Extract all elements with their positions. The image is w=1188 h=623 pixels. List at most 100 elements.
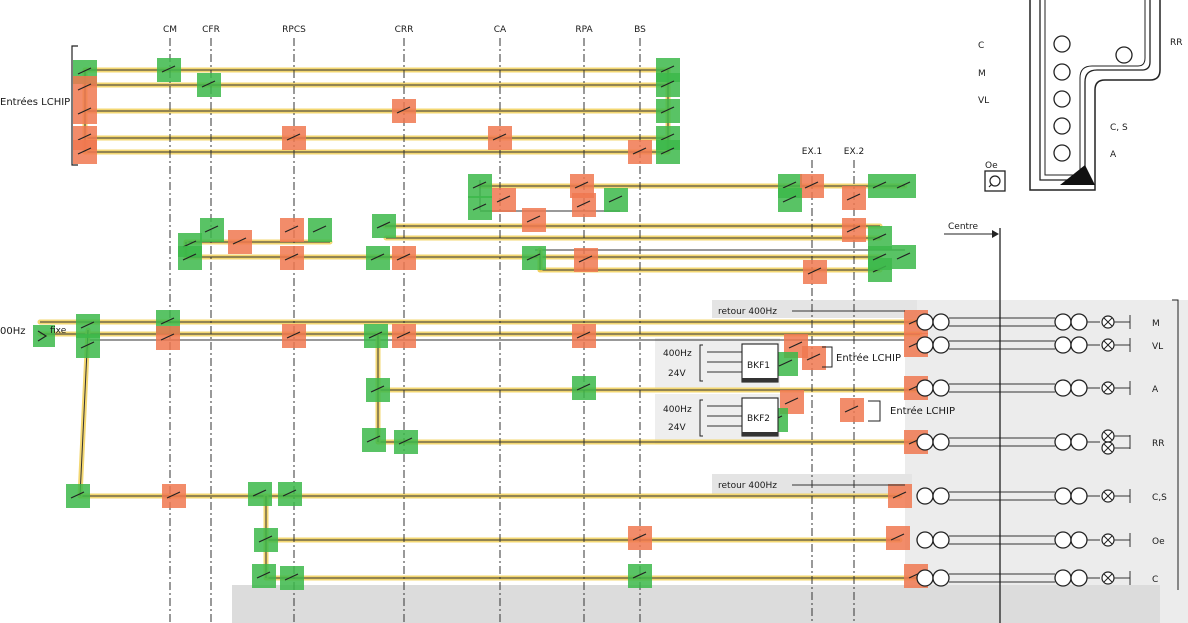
contact-switch-icon [232, 237, 247, 245]
closed-contact [656, 99, 680, 123]
open-contact [156, 326, 180, 350]
contact-switch-icon [778, 359, 793, 367]
column-label: RPCS [282, 25, 306, 35]
contact-switch-icon [370, 385, 385, 393]
contact-switch-icon [161, 65, 176, 73]
centre-label: Centre [948, 222, 979, 232]
open-contact [282, 324, 306, 348]
closed-contact [522, 246, 546, 270]
open-contact [73, 76, 97, 100]
transformer-coil-icon [932, 433, 950, 451]
open-contact [162, 484, 186, 508]
contact-switch-icon [284, 225, 299, 233]
open-contact [840, 398, 864, 422]
bkf2-bottom-input: 24V [668, 423, 686, 433]
panel-label-vl: VL [978, 96, 989, 106]
panel-label-rr: RR [1170, 38, 1183, 48]
contact-switch-icon [576, 331, 591, 339]
contact-switch-icon [204, 225, 219, 233]
panel-label-c: C [978, 41, 984, 51]
contact-switch-icon [286, 133, 301, 141]
open-contact [886, 526, 910, 550]
contact-switch-icon [784, 397, 799, 405]
contact-switch-icon [312, 225, 327, 233]
closed-contact [364, 324, 388, 348]
closed-contact [656, 140, 680, 164]
open-contact [392, 324, 416, 348]
column-label: CRR [395, 25, 414, 35]
contact-switch-icon [396, 106, 411, 114]
contact-switch-icon [492, 133, 507, 141]
contact-switch-icon [77, 67, 92, 75]
closed-contact [280, 566, 304, 590]
contacts [66, 58, 928, 590]
contact-switch-icon [77, 133, 92, 141]
closed-contact [628, 564, 652, 588]
closed-contact [656, 73, 680, 97]
oe-lamp-icon [989, 175, 1001, 187]
transformer-coil-icon [916, 487, 934, 505]
contact-switch-icon [632, 533, 647, 541]
contact-switch-icon [70, 491, 85, 499]
contact-switch-icon [396, 253, 411, 261]
bkf2-output-label: Entrée LCHIP [890, 405, 955, 417]
fixe-arrow-icon [37, 330, 48, 342]
transformer-coil-icon [1054, 487, 1072, 505]
closed-contact [362, 428, 386, 452]
bkf1-bottom-input: 24V [668, 369, 686, 379]
column-label: RPA [575, 25, 593, 35]
lamp-cross [1103, 317, 1113, 327]
open-contact [488, 126, 512, 150]
transformer-coil-icon [932, 531, 950, 549]
transformer-coil-icon [1070, 433, 1088, 451]
open-contact [803, 260, 827, 284]
contact-switch-icon [398, 437, 413, 445]
lamp-cross [1103, 535, 1113, 545]
contact-switch-icon [376, 221, 391, 229]
contact-switch-icon [526, 253, 541, 261]
contact-switch-icon [166, 491, 181, 499]
closed-contact [178, 246, 202, 270]
open-contact [572, 324, 596, 348]
panel-label-a: A [1110, 150, 1117, 160]
contact-switch-icon [660, 65, 675, 73]
contact-switch-icon [872, 253, 887, 261]
column-label: EX.1 [802, 147, 822, 157]
transformer-coil-icon [1054, 379, 1072, 397]
contact-switch-icon [77, 83, 92, 91]
bkf2-top-input: 400Hz [663, 405, 692, 415]
column-label: EX.2 [844, 147, 864, 157]
lamp-row-label: M [1152, 319, 1160, 329]
closed-contact [394, 430, 418, 454]
lamp-cross [1103, 573, 1113, 583]
transformer-coil-icon [1054, 336, 1072, 354]
contact-switch-icon [80, 321, 95, 329]
retour-label-bottom: retour 400Hz [718, 481, 777, 491]
closed-contact [892, 245, 916, 269]
open-contact [572, 193, 596, 217]
panel-lamp-rr [1115, 46, 1133, 64]
contact-switch-icon [892, 491, 907, 499]
open-contact [73, 100, 97, 124]
contact-switch-icon [846, 193, 861, 201]
contact-switch-icon [608, 195, 623, 203]
contact-switch-icon [286, 331, 301, 339]
open-contact [73, 140, 97, 164]
contact-switch-icon [632, 147, 647, 155]
centre-arrow-icon [992, 230, 999, 238]
transformer-coil-icon [1070, 313, 1088, 331]
closed-contact [66, 484, 90, 508]
transformer-coil-icon [916, 433, 934, 451]
closed-contact [197, 73, 221, 97]
open-contact [280, 246, 304, 270]
transformer-coil-icon [932, 379, 950, 397]
closed-contact [76, 334, 100, 358]
contact-switch-icon [258, 535, 273, 543]
open-contact [492, 188, 516, 212]
lamp-bracket [1172, 299, 1179, 590]
contact-switch-icon [872, 233, 887, 241]
column-label: CFR [202, 25, 220, 35]
open-contact [800, 174, 824, 198]
closed-contact [892, 174, 916, 198]
